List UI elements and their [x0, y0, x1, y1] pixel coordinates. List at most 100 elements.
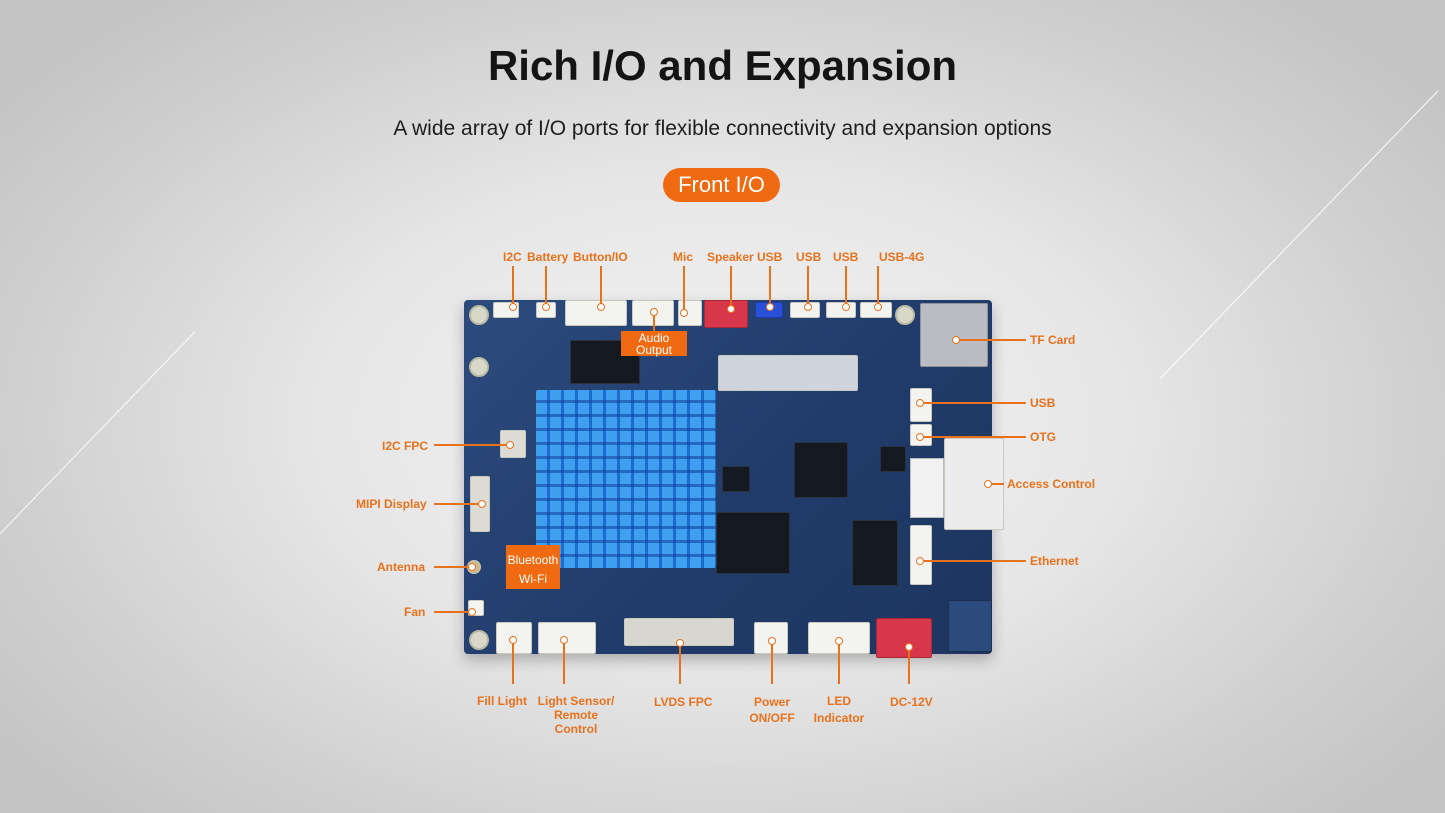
tag-audio-output: Audio Output — [621, 331, 687, 356]
mount-hole-ml — [469, 357, 489, 377]
leader-otg — [920, 436, 1026, 438]
connector-edge-right — [948, 600, 992, 652]
leader-fill-light — [512, 638, 514, 684]
dot-lvds-fpc — [676, 639, 684, 647]
leader-audio-output — [653, 310, 655, 332]
tag-bluetooth-wifi: Bluetooth Wi-Fi — [506, 545, 560, 589]
dot-access-control — [984, 480, 992, 488]
label-fill-light: Fill Light — [477, 694, 527, 708]
chip-ethernet-phy — [852, 520, 898, 586]
connector-dc12v — [876, 618, 932, 658]
dot-i2c — [509, 303, 517, 311]
component-relay — [910, 458, 944, 518]
leader-ethernet — [920, 560, 1026, 562]
label-light-sensor: Light Sensor/ Remote Control — [536, 694, 616, 736]
label-light-sensor-line2: Remote — [553, 708, 598, 722]
leader-speaker — [730, 266, 732, 308]
chip-small-2 — [880, 446, 906, 472]
label-lvds-fpc: LVDS FPC — [654, 695, 713, 709]
page-subtitle: A wide array of I/O ports for flexible c… — [393, 117, 1052, 140]
label-light-sensor-line3: Control — [554, 722, 598, 736]
dot-battery — [542, 303, 550, 311]
dot-usb-4g — [874, 303, 882, 311]
connector-tf-card — [920, 303, 988, 367]
dot-fan — [468, 608, 476, 616]
leader-usb-right — [920, 402, 1026, 404]
dot-usb-top-3 — [842, 303, 850, 311]
label-led: LED Indicator — [809, 694, 869, 725]
dot-dc-12v — [905, 643, 913, 651]
label-mipi-display: MIPI Display — [356, 497, 427, 511]
dot-mic — [680, 309, 688, 317]
label-usb-4g: USB-4G — [879, 250, 925, 264]
dot-tf-card — [952, 336, 960, 344]
label-usb-top-2: USB — [796, 250, 822, 264]
leader-i2c — [512, 266, 514, 306]
leader-battery — [545, 266, 547, 306]
section-badge-front-io: Front I/O — [663, 168, 780, 202]
connector-button-io — [565, 300, 627, 326]
leader-usb-top-1 — [769, 266, 771, 306]
label-usb-right: USB — [1030, 396, 1056, 410]
label-i2c-fpc: I2C FPC — [382, 439, 429, 453]
page-title: Rich I/O and Expansion — [487, 42, 958, 89]
dot-light-sensor — [560, 636, 568, 644]
label-usb-top-3: USB — [833, 250, 859, 264]
label-battery: Battery — [527, 250, 569, 264]
leader-access-control — [988, 483, 1004, 485]
mount-hole-tl — [469, 305, 489, 325]
label-dc-12v: DC-12V — [890, 695, 933, 709]
leader-antenna — [434, 566, 472, 568]
label-usb-top-1: USB — [757, 250, 783, 264]
dot-power — [768, 637, 776, 645]
leader-usb-top-3 — [845, 266, 847, 306]
dot-led — [835, 637, 843, 645]
leader-button-io — [600, 266, 602, 306]
label-mic: Mic — [673, 250, 694, 264]
label-antenna: Antenna — [377, 560, 425, 574]
mount-hole-bl — [469, 630, 489, 650]
leader-usb-4g — [877, 266, 879, 306]
label-i2c: I2C — [503, 250, 522, 264]
leader-tf-card — [956, 339, 1026, 341]
label-button-io: Button/IO — [573, 250, 628, 264]
dot-fill-light — [509, 636, 517, 644]
label-power: Power ON/OFF — [742, 695, 802, 725]
tag-bluetooth: Bluetooth — [507, 553, 559, 567]
heatsink — [536, 390, 716, 568]
label-otg: OTG — [1030, 430, 1056, 444]
leader-dc-12v — [908, 646, 910, 684]
label-led-line1: LED — [827, 694, 851, 708]
label-access-control: Access Control — [1007, 477, 1096, 491]
leader-led — [838, 640, 840, 684]
leader-lvds-fpc — [679, 642, 681, 684]
dot-usb-right — [916, 399, 924, 407]
dot-antenna — [468, 563, 476, 571]
dot-mipi-display — [478, 500, 486, 508]
decorative-line-left — [0, 331, 196, 534]
leader-light-sensor — [563, 638, 565, 684]
leader-power — [771, 640, 773, 684]
dot-audio-output — [650, 308, 658, 316]
dot-button-io — [597, 303, 605, 311]
dot-ethernet — [916, 557, 924, 565]
leader-fan — [434, 611, 472, 613]
mount-hole-tr — [895, 305, 915, 325]
label-fan: Fan — [404, 605, 426, 619]
chip-soc — [794, 442, 848, 498]
chip-small-1 — [722, 466, 750, 492]
dot-otg — [916, 433, 924, 441]
tag-wifi: Wi-Fi — [519, 572, 547, 586]
label-ethernet: Ethernet — [1030, 554, 1079, 568]
chip-flash — [716, 512, 790, 574]
label-light-sensor-line1: Light Sensor/ — [537, 694, 615, 708]
dot-usb-top-2 — [804, 303, 812, 311]
leader-mic — [683, 266, 685, 312]
label-speaker: Speaker — [707, 250, 754, 264]
connector-usb-2 — [826, 302, 856, 318]
connector-ethernet — [910, 525, 932, 585]
label-power-line2: ON/OFF — [749, 711, 795, 725]
dot-speaker — [727, 305, 735, 313]
label-led-line2: Indicator — [813, 711, 865, 725]
leader-mipi-display — [434, 503, 482, 505]
